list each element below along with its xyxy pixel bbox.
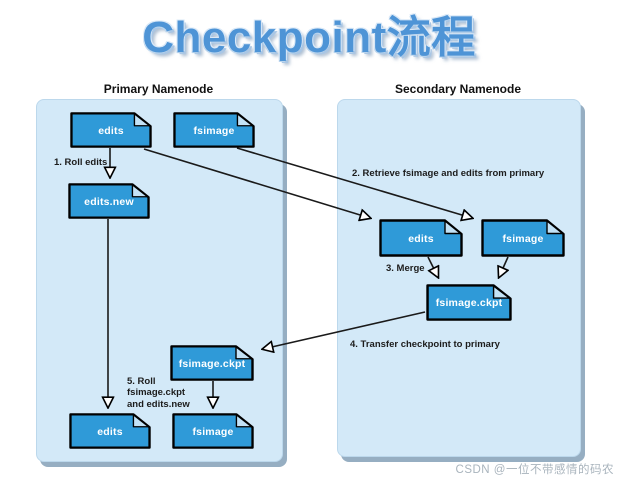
file-label: edits xyxy=(97,425,123,438)
file-icon xyxy=(170,345,254,381)
file-label: edits xyxy=(98,124,124,137)
file-icon xyxy=(173,112,255,148)
file-node-primary-edits-bottom: edits xyxy=(69,413,151,449)
file-label: edits.new xyxy=(84,195,134,208)
file-node-primary-fsimage: fsimage xyxy=(173,112,255,148)
file-node-primary-edits-new: edits.new xyxy=(68,183,150,219)
file-icon xyxy=(68,183,150,219)
file-node-secondary-fsimage-ckpt: fsimage.ckpt xyxy=(426,284,512,321)
file-label: fsimage.ckpt xyxy=(435,297,503,309)
file-icon xyxy=(379,219,463,257)
secondary-panel-title: Secondary Namenode xyxy=(394,82,522,96)
step-2-label: 2. Retrieve fsimage and edits from prima… xyxy=(352,168,545,179)
file-label: fsimage xyxy=(193,124,235,137)
file-node-primary-fsimage-ckpt: fsimage.ckpt xyxy=(170,345,254,381)
file-icon xyxy=(70,112,152,148)
file-icon xyxy=(481,219,565,257)
secondary-panel xyxy=(337,99,581,457)
csdn-watermark: CSDN @一位不带感情的码农 xyxy=(455,464,614,476)
file-label: fsimage.ckpt xyxy=(178,357,246,370)
step-5-label: 5. Roll fsimage.ckpt and edits.new xyxy=(127,376,190,410)
file-node-primary-fsimage-bottom: fsimage xyxy=(172,413,254,449)
step-4-label: 4. Transfer checkpoint to primary xyxy=(350,339,500,350)
step-1-label: 1. Roll edits xyxy=(54,157,108,168)
file-label: fsimage xyxy=(192,425,234,438)
file-node-primary-edits: edits xyxy=(70,112,152,148)
file-node-secondary-edits: edits xyxy=(379,219,463,257)
page-title: Checkpoint流程 xyxy=(142,13,476,62)
file-node-secondary-fsimage: fsimage xyxy=(481,219,565,257)
step-3-label: 3. Merge xyxy=(386,263,425,274)
file-label: edits xyxy=(408,232,434,245)
primary-panel-title: Primary Namenode xyxy=(103,82,214,96)
file-icon xyxy=(426,284,512,321)
file-icon xyxy=(172,413,254,449)
file-icon xyxy=(69,413,151,449)
file-label: fsimage xyxy=(502,232,544,245)
